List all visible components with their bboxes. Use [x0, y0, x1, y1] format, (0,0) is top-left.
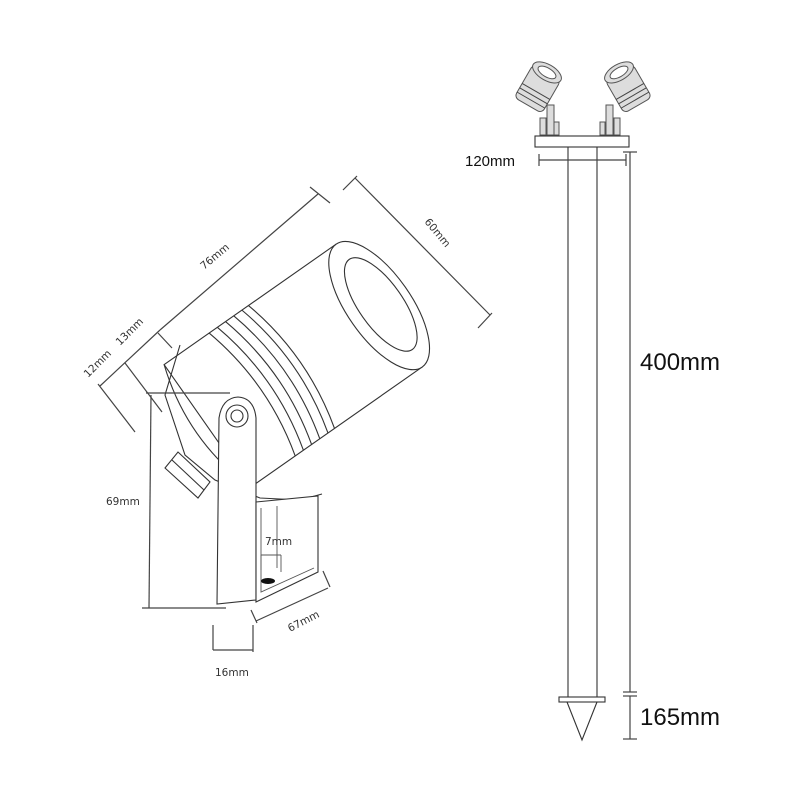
dim-12-13mm — [97, 329, 173, 433]
mini-spotlight-left — [515, 61, 562, 112]
label-120mm: 120mm — [465, 153, 515, 170]
label-60mm: 60mm — [422, 216, 453, 250]
label-400mm: 400mm — [640, 349, 720, 376]
dim-67mm — [250, 570, 331, 624]
label-67mm: 67mm — [286, 609, 322, 635]
dim-16mm — [212, 625, 254, 652]
dim-76mm — [159, 186, 331, 331]
label-165mm: 165mm — [640, 704, 720, 731]
label-76mm: 76mm — [198, 241, 232, 272]
label-69mm: 69mm — [106, 496, 140, 508]
cable-gland — [164, 451, 211, 499]
mini-spotlight-right — [604, 61, 651, 112]
dim-165mm — [623, 695, 637, 740]
label-7mm: 7mm — [265, 536, 292, 548]
stake-tube — [558, 147, 606, 742]
dim-69mm — [142, 392, 230, 609]
label-12mm: 12mm — [82, 348, 114, 380]
label-13mm: 13mm — [114, 316, 146, 348]
dim-60mm — [342, 175, 493, 329]
mounting-plate — [534, 135, 630, 148]
spotlight-side-view: 76mm 60mm 12mm 13mm 69mm — [82, 175, 493, 679]
dim-400mm — [623, 152, 637, 693]
stake-assembly-view: 120mm 400mm 165mm — [465, 61, 720, 742]
dim-7mm — [260, 554, 282, 572]
label-16mm: 16mm — [215, 667, 249, 679]
mounting-bracket — [216, 396, 319, 605]
dim-120mm — [538, 151, 637, 166]
